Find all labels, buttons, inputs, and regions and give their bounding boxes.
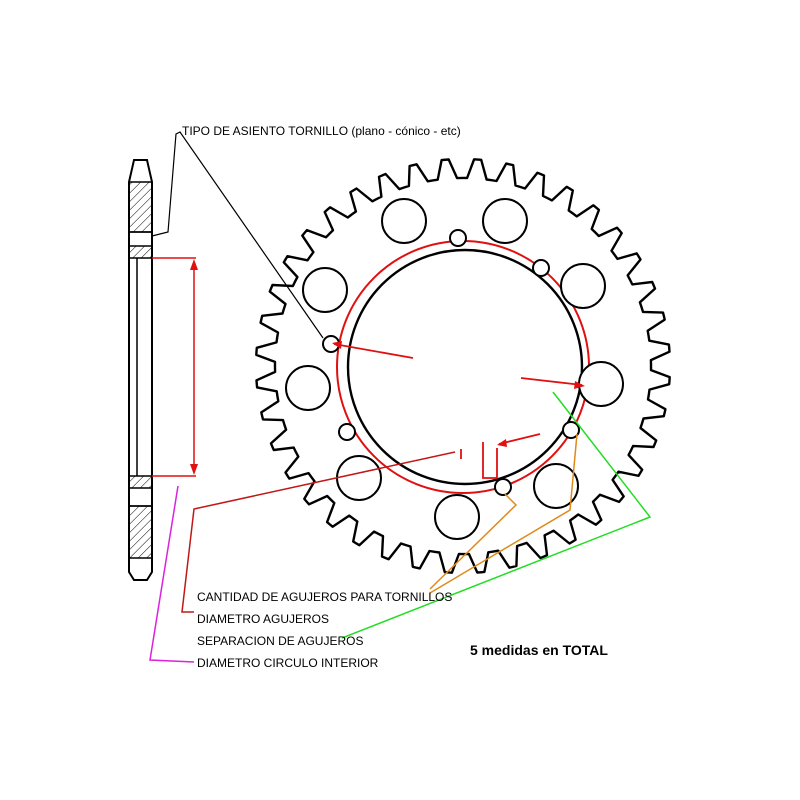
leader-lines xyxy=(149,131,652,663)
label-inner-diameter: DIAMETRO CIRCULO INTERIOR xyxy=(197,656,379,670)
side-hatch-bottom-band xyxy=(128,475,153,489)
leader-inner-diameter xyxy=(149,485,195,663)
label-hole-diameter: DIAMETRO AGUJEROS xyxy=(197,612,330,626)
inner-diameter-dimension xyxy=(152,257,198,477)
sprocket-front-view xyxy=(255,158,671,574)
front-red-dimensions xyxy=(332,341,585,479)
bolt-hole xyxy=(562,421,580,439)
lightening-hole xyxy=(533,463,579,509)
leader-hole-diameter xyxy=(181,451,456,613)
sprocket-inner-circle xyxy=(346,248,584,486)
lightening-hole xyxy=(578,361,624,407)
label-seat-type: TIPO DE ASIENTO TORNILLO (plano - cónico… xyxy=(182,124,461,138)
lightening-hole xyxy=(381,198,427,244)
lightening-hole xyxy=(434,494,480,540)
side-hatch-top-band xyxy=(128,245,153,259)
label-hole-count: CANTIDAD DE AGUJEROS PARA TORNILLOS xyxy=(197,590,453,604)
lightening-hole xyxy=(336,455,382,501)
side-hatch-top xyxy=(128,181,153,233)
lightening-hole xyxy=(560,263,606,309)
side-hatch-bottom xyxy=(128,505,153,559)
lightening-hole xyxy=(285,365,331,411)
bolt-hole xyxy=(494,478,512,496)
leader-hole-spacing xyxy=(341,391,652,639)
leader-seat-type xyxy=(151,131,324,339)
side-profile-outline xyxy=(128,159,153,581)
bolt-hole xyxy=(449,229,467,247)
side-profile-view xyxy=(128,159,153,581)
lightening-hole xyxy=(302,267,348,313)
summary-note: 5 medidas en TOTAL xyxy=(470,642,608,658)
bolt-hole xyxy=(532,259,550,277)
leader-hole-count-1 xyxy=(429,493,518,590)
lightening-hole xyxy=(482,198,528,244)
label-hole-spacing: SEPARACION DE AGUJEROS xyxy=(197,634,364,648)
leader-hole-count-2 xyxy=(429,433,578,594)
lightening-holes xyxy=(285,198,624,540)
bolt-hole xyxy=(338,423,356,441)
